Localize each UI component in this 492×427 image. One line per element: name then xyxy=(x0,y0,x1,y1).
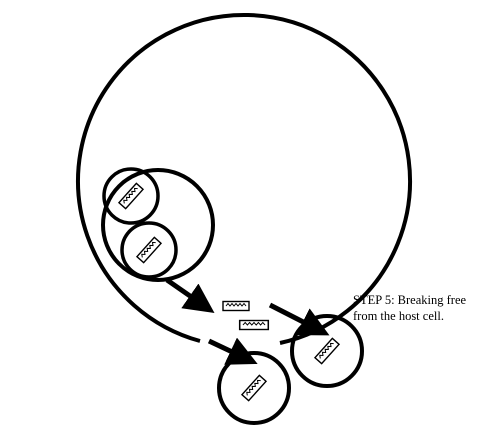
arrow-icon xyxy=(268,302,330,336)
virus-capsule-icon xyxy=(102,167,160,225)
virus-capsule-icon xyxy=(120,221,178,279)
vesicle xyxy=(101,168,215,282)
rna-segment xyxy=(238,319,270,331)
caption-line-2: from the host cell. xyxy=(353,309,444,323)
host-cell-membrane xyxy=(76,12,413,345)
virus-capsule-icon xyxy=(290,314,364,388)
rna-segment xyxy=(222,300,250,312)
caption-line-1: STEP 5: Breaking free xyxy=(353,293,467,307)
arrow-icon xyxy=(165,277,215,313)
virus-capsule-icon xyxy=(217,351,291,425)
step-caption: STEP 5: Breaking free from the host cell… xyxy=(353,292,491,324)
